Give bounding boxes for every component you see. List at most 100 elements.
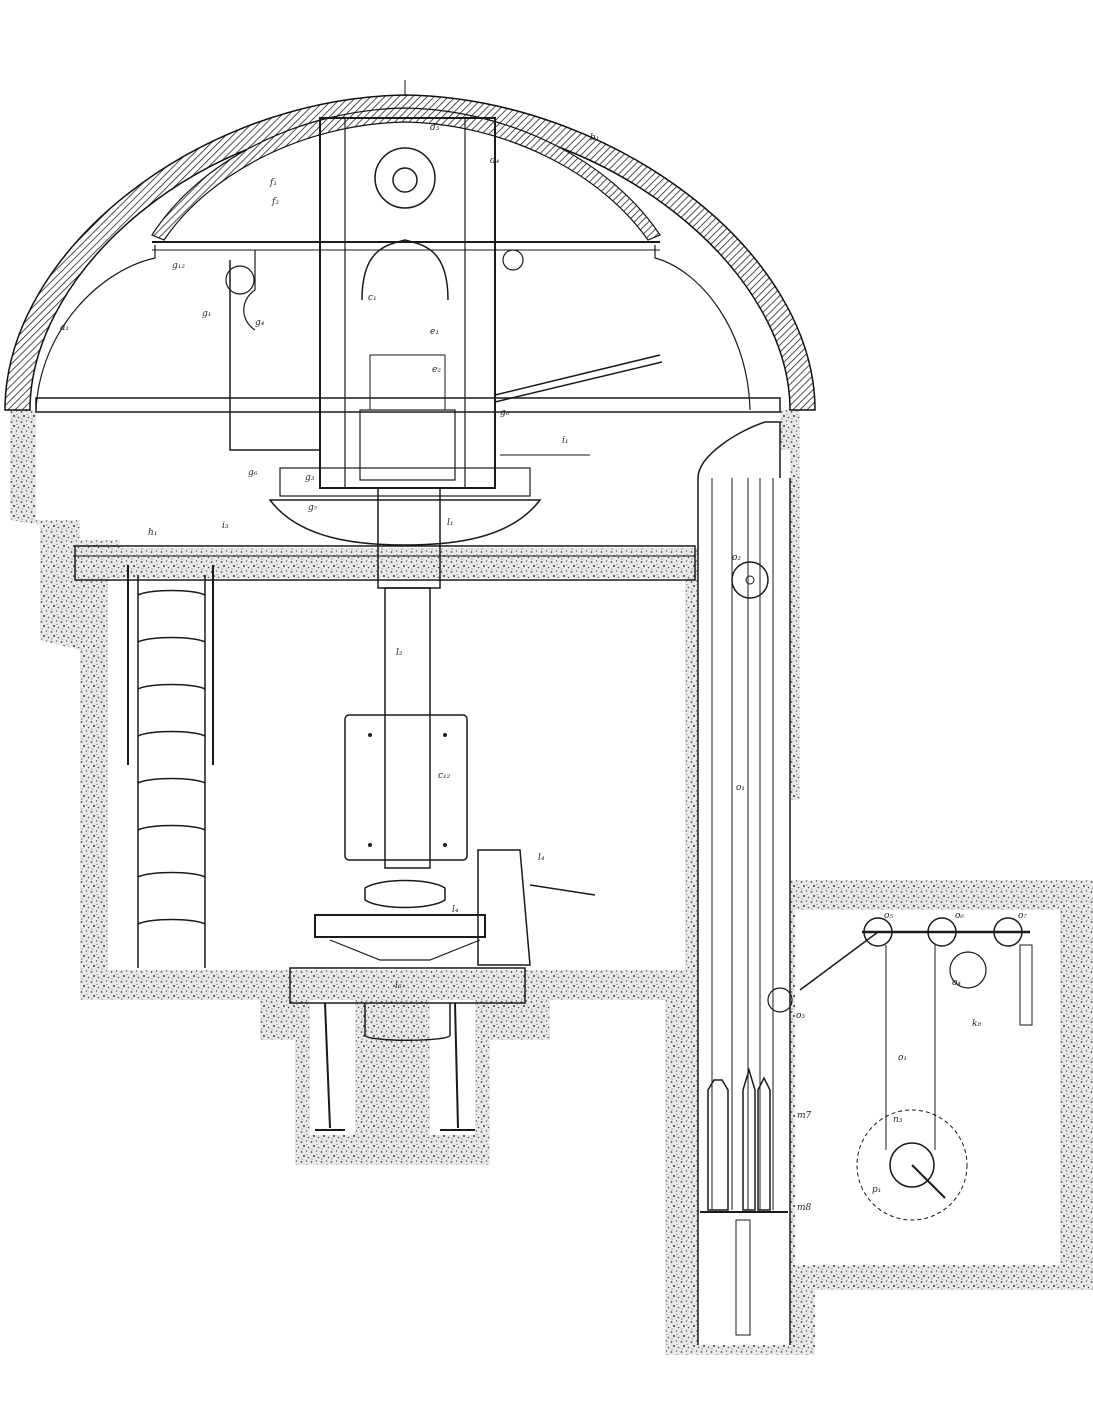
- winch-drum: [889, 1142, 935, 1188]
- ladder-rung: [137, 824, 206, 831]
- label-d3: d₃: [430, 123, 440, 133]
- dome-outer-shell: [4, 94, 816, 411]
- label-m7: m7: [797, 1111, 812, 1121]
- label-o7: o₇: [1018, 911, 1027, 921]
- gun-trunnion-outer: [374, 147, 436, 209]
- rotating-gear-ring: [314, 914, 486, 938]
- left-handwheel: [225, 265, 255, 295]
- platform-floor: [74, 545, 696, 581]
- right-handwheel: [502, 249, 524, 271]
- upper-chamber-void: [36, 410, 780, 548]
- label-n3: n₃: [893, 1115, 903, 1125]
- ladder-rung: [137, 871, 206, 878]
- concrete-mass: [10, 410, 1093, 1355]
- label-o4: o₄: [952, 978, 961, 988]
- label-f2: f₂: [271, 197, 279, 207]
- gear-support-struts: [329, 939, 481, 961]
- label-e2: e₂: [432, 365, 441, 375]
- bolt: [443, 843, 447, 847]
- shell-2: [742, 1067, 756, 1211]
- label-o5: o₅: [884, 911, 893, 921]
- pivot-shaft: [384, 587, 431, 869]
- dome-inner-curve-left: [35, 245, 156, 411]
- label-p1: p₁: [872, 1185, 881, 1195]
- hoist-counter-rod: [735, 1219, 751, 1336]
- shell-1: [707, 1079, 729, 1211]
- hoist-room-void: [795, 910, 1060, 1265]
- gun-trunnion-inner: [392, 167, 418, 193]
- bolt: [443, 733, 447, 737]
- label-g6: g₆: [248, 468, 258, 478]
- floors: [35, 397, 781, 581]
- dome-cap: [151, 107, 661, 241]
- label-g1: g₁: [202, 309, 211, 319]
- gun-breech: [361, 239, 449, 301]
- label-l2: l₂: [396, 648, 403, 658]
- label-d4: d₄: [490, 156, 500, 166]
- label-l6: l₆: [395, 981, 402, 991]
- ladder-rungs: [137, 589, 206, 925]
- cable-to-shaft: [799, 931, 879, 991]
- lower-chamber-void: [108, 578, 685, 970]
- gun-barrel-line-1: [494, 354, 661, 396]
- winch-crank-handle: [911, 1164, 946, 1199]
- left-frame-bracket: [229, 260, 320, 451]
- gear-flange: [364, 879, 446, 909]
- anchor-bolt-left: [324, 1002, 331, 1129]
- ammunition-shaft-void: [698, 450, 790, 1345]
- hand-crank-pedestal: [477, 849, 531, 966]
- central-pivot-column: [289, 487, 596, 1131]
- ladder-rung: [137, 730, 206, 737]
- winch-ratchet-bar: [1019, 944, 1033, 1026]
- gun-barrel-line-2: [494, 361, 663, 403]
- turntable: [279, 467, 531, 497]
- label-o6: o₆: [955, 911, 964, 921]
- anchor-bolt-right: [454, 1002, 459, 1129]
- foundation-void-right: [430, 1000, 475, 1135]
- sheave-o6: [927, 917, 957, 947]
- recoil-cylinders: [369, 354, 446, 411]
- crank-circle-path: [856, 1109, 968, 1221]
- sheave-o5: [863, 917, 893, 947]
- ladder-rung: [137, 777, 206, 784]
- label-g3: g₃: [305, 473, 315, 483]
- label-o2: o₂: [732, 553, 741, 563]
- label-i3: i₃: [222, 521, 229, 531]
- turret-mechanism: [225, 117, 663, 546]
- bolt: [368, 733, 372, 737]
- label-m8: m8: [797, 1203, 812, 1213]
- gear-o4: [949, 951, 987, 989]
- base-sump: [364, 1003, 451, 1041]
- label-g12: g₁₂: [172, 261, 185, 271]
- label-f1: f₁: [269, 178, 277, 188]
- foundation-void-left: [310, 1000, 355, 1135]
- label-g8: g₈: [500, 408, 510, 418]
- label-h1: h₁: [148, 528, 157, 538]
- label-l3: l₄: [538, 853, 545, 863]
- rotating-roller-ring: [268, 499, 542, 546]
- label-b1: b₁: [590, 133, 599, 143]
- label-o3: o₃: [796, 1011, 805, 1021]
- ladder-rung: [137, 918, 206, 925]
- ladder-rung: [137, 683, 206, 690]
- label-o1-shaft: o₁: [736, 783, 745, 793]
- ammunition-hoist-shaft: [697, 421, 791, 1345]
- label-o1-winch: o₁: [898, 1053, 907, 1063]
- left-handwheel-arm: [243, 250, 256, 331]
- label-l1: l₁: [447, 518, 454, 528]
- reference-labels: b₁ a₁ h₁ m7 m8 o₁ o₁ o₂ o₃ o₄ o₅ o₆ o₇ c…: [60, 123, 1027, 1213]
- dome-inner-curve-right: [654, 245, 751, 411]
- access-ladder: [127, 565, 214, 968]
- armored-dome: [4, 80, 816, 411]
- label-k8: k₈: [972, 1019, 981, 1029]
- shell-3: [757, 1076, 771, 1211]
- label-l4: l₄: [452, 905, 459, 915]
- sheave-o7: [993, 917, 1023, 947]
- label-g4: g₄: [255, 318, 265, 328]
- label-c1: c₁: [368, 293, 377, 303]
- label-i1: i₁: [562, 436, 569, 446]
- ladder-rung: [137, 589, 206, 596]
- ladder-rung: [137, 636, 206, 643]
- bolt: [368, 843, 372, 847]
